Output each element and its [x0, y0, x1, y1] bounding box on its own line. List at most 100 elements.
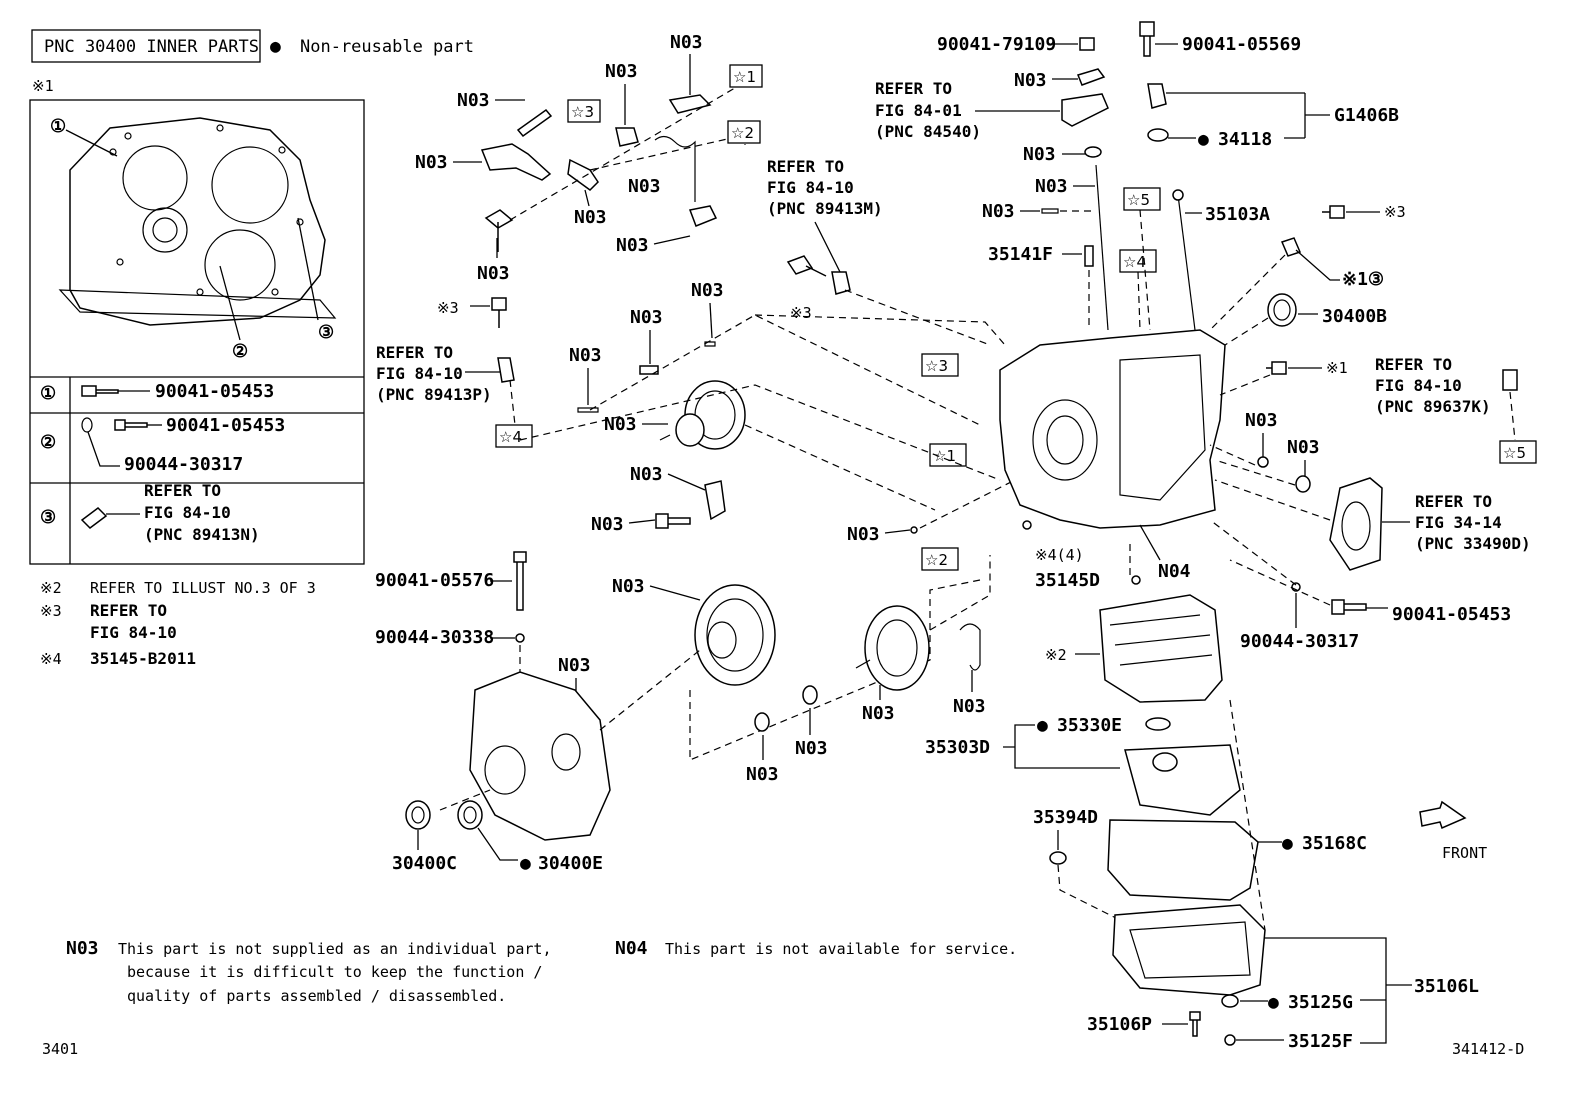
label-n03-park: N03: [630, 464, 663, 485]
star-3-tag-mid: [921, 353, 959, 377]
note-x3-text: REFER TO: [90, 601, 167, 620]
refer-33490d-1: REFER TO: [1415, 492, 1492, 511]
star-2-tag-mid: [921, 547, 959, 571]
refer-89413p-1: REFER TO: [376, 343, 453, 362]
label-n03-rod: N03: [628, 176, 661, 197]
inset-mark: ※1: [32, 77, 54, 95]
refer-89413p-2: FIG 84-10: [376, 364, 463, 383]
note-x4-mark: ※4: [40, 650, 62, 668]
refer-89413p-3: (PNC 89413P): [376, 385, 492, 404]
label-n03-clip: N03: [691, 280, 724, 301]
star-5-top: ☆5: [1127, 191, 1150, 209]
footnote-n03-line2: because it is difficult to keep the func…: [127, 963, 542, 981]
front-arrow-icon: [1419, 800, 1467, 830]
refer-89413m-3: (PNC 89413M): [767, 199, 883, 218]
star-3-top: ☆3: [571, 103, 594, 121]
label-n03-r1: N03: [1245, 410, 1278, 431]
sensor-89413m-group: REFER TO FIG 84-10 (PNC 89413M) ※3: [767, 157, 991, 346]
label-n03-detent: N03: [616, 235, 649, 256]
inset-callout-2: ②: [232, 341, 248, 362]
non-reusable-legend: Non-reusable part: [300, 37, 474, 57]
label-35330e: 35330E: [1057, 715, 1122, 736]
footnote-n04-line1: This part is not available for service.: [665, 940, 1017, 958]
note-x3-mark: ※3: [40, 602, 62, 620]
label-n03-spring: N03: [574, 207, 607, 228]
label-n03-oring1: N03: [746, 764, 779, 785]
label-35303d: 35303D: [925, 737, 990, 758]
label-35145d: 35145D: [1035, 570, 1100, 591]
label-n03-pbolt: N03: [591, 514, 624, 535]
label-n03-key: N03: [569, 345, 602, 366]
oil-pan-gasket: [1107, 819, 1259, 901]
label-90041-79109: 90041-79109: [937, 34, 1056, 55]
label-90041-05453-r: 90041-05453: [1392, 604, 1511, 625]
label-n03-bleed: N03: [847, 524, 880, 545]
label-x1-right: ※1: [1326, 359, 1348, 377]
inset-callout-3: ③: [318, 322, 334, 343]
refer-89637k-3: (PNC 89637K): [1375, 397, 1491, 416]
dot-35168c: ●: [1282, 833, 1293, 854]
refer-89413m-1: REFER TO: [767, 157, 844, 176]
label-x4-4: ※4(4): [1035, 546, 1084, 564]
label-n03-oring2: N03: [795, 738, 828, 759]
counter-gear-group: N03 N03 N03 N03 N03 N03: [569, 280, 981, 535]
refer-89637k-1: REFER TO: [1375, 355, 1452, 374]
label-n03-bolt: N03: [477, 263, 510, 284]
label-n03-snap: N03: [953, 696, 986, 717]
inset-row-3-refer-2: FIG 84-10: [144, 503, 231, 522]
label-90044-30338: 90044-30338: [375, 627, 494, 648]
label-x2-valve: ※2: [1045, 646, 1067, 664]
refer-89413m-2: FIG 84-10: [767, 178, 854, 197]
label-n03-pin: N03: [457, 90, 490, 111]
shift-linkage-group: N03 N03 N03 N03 N03 N03 N03 N03 ☆1 ☆2 ☆3: [415, 32, 763, 284]
star-1-tag-top: [729, 64, 763, 88]
label-35141f: 35141F: [988, 244, 1053, 265]
note-x3-text2: FIG 84-10: [90, 623, 177, 642]
inset-row-3-refer-1: REFER TO: [144, 481, 221, 500]
label-n04: N04: [1158, 561, 1191, 582]
dot-35330e: ●: [1037, 715, 1048, 736]
inset-callout-1: ①: [50, 116, 66, 137]
label-30400e: 30400E: [538, 853, 603, 874]
star-4-tag-left: [495, 424, 533, 448]
refer-8401-2: FIG 84-01: [875, 101, 962, 120]
label-90041-05576: 90041-05576: [375, 570, 494, 591]
inset-row-1-part: 90041-05453: [155, 381, 274, 402]
label-n03-washer: N03: [1023, 144, 1056, 165]
footnote-n03-code: N03: [66, 938, 99, 959]
label-n03-shaft2: N03: [1035, 176, 1068, 197]
label-n03-planet: N03: [862, 703, 895, 724]
front-label: FRONT: [1442, 844, 1487, 862]
label-x3-bolt: ※3: [437, 299, 459, 317]
star-5-tag-right: [1499, 440, 1537, 464]
label-35106l: 35106L: [1414, 976, 1479, 997]
oil-strainer: [1124, 744, 1241, 816]
dot-30400e: ●: [520, 853, 531, 874]
star-3-tag-top: [567, 99, 601, 123]
label-n03-case: N03: [558, 655, 591, 676]
label-35106p: 35106P: [1087, 1014, 1152, 1035]
star-1-top: ☆1: [733, 68, 756, 86]
label-90044-30317-r: 90044-30317: [1240, 631, 1359, 652]
refer-8401-3: (PNC 84540): [875, 122, 981, 141]
label-x1-3: ※1③: [1342, 269, 1384, 290]
star-3-mid: ☆3: [925, 357, 948, 375]
pnc-header-label: PNC 30400 INNER PARTS: [44, 37, 259, 57]
non-reusable-dot: ●: [270, 36, 281, 57]
valve-body: [1099, 594, 1223, 703]
upper-right-group: 90041-79109 N03 REFER TO FIG 84-01 (PNC …: [875, 21, 1537, 571]
label-35103a: 35103A: [1205, 204, 1270, 225]
inset-row-3-refer-3: (PNC 89413N): [144, 525, 260, 544]
footnote-n04-code: N04: [615, 938, 648, 959]
label-x3-right: ※3: [1384, 203, 1406, 221]
star-5-tag-top: [1123, 187, 1161, 211]
planetary-group: N03 N03 N03 N03 N03 ☆3 ☆1 ☆2: [746, 353, 1016, 785]
inset-panel: ① ② ③ ① 90041-05453 ② 90041-05453 90044-…: [29, 99, 365, 565]
label-35125g: 35125G: [1288, 992, 1353, 1013]
star-4-top: ☆4: [1123, 253, 1146, 271]
illustration-code-left: 3401: [42, 1040, 78, 1058]
label-30400c: 30400C: [392, 853, 457, 874]
star-2-tag-top: [727, 120, 761, 144]
label-n03-r2: N03: [1287, 437, 1320, 458]
label-90041-05569: 90041-05569: [1182, 34, 1301, 55]
